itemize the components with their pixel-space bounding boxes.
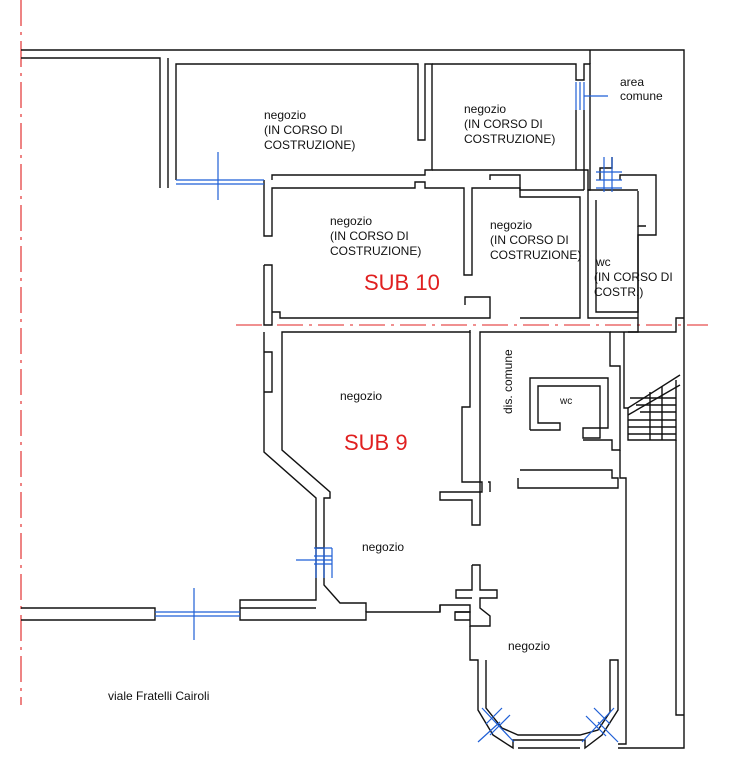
negozio-lower-left-label: negozio [362,540,404,554]
window-area-comune [575,82,608,110]
sub9-left-wall-detail [264,351,273,393]
negozio-bottom-right-label: negozio [508,639,550,653]
negozio-mid-left-label: negozio (IN CORSO DI COSTRUZIONE) [330,214,421,258]
sub10-left-wall [263,180,490,276]
room-labels: area comune negozio (IN CORSO DI COSTRUZ… [108,75,676,703]
lower-left-room-walls [239,548,471,621]
area-comune-right-3 [637,191,646,227]
wc-upper-top [587,189,638,200]
dis-comune-label: dis. comune [501,349,515,414]
bay-room-walls [469,626,619,750]
cross-column [455,564,498,627]
walls [21,49,685,750]
sub10-left-lower [263,264,273,326]
negozio-top-right-label: negozio (IN CORSO DI COSTRUZIONE) [464,102,555,146]
sub9-right-wall [439,331,488,526]
window-bay-right [581,707,619,743]
outer-wall-top [21,49,685,749]
negozio-sub9-label: negozio [340,389,382,403]
cross-column-2 [455,565,473,599]
reference-axes [20,0,708,705]
wc-upper-label: wc (IN CORSO DI COSTR.) [594,255,676,299]
window-bay-left [477,707,515,743]
area-comune-label: area comune [620,75,663,103]
wc-lower-walls [529,377,609,439]
outer-wall-top-inner [21,57,161,188]
room-top-right-walls [432,63,591,191]
window-lower-left [296,547,333,578]
window-upper-right [596,157,622,192]
lower-left-room-inner [323,548,367,612]
window-top-left [176,152,264,200]
windows [155,82,622,743]
wc-upper-walls [587,200,638,319]
sub9-right-wall-2 [488,481,491,492]
wc-upper-inner [595,200,639,313]
east-corridor-outer [675,440,684,716]
window-street [155,588,240,640]
wc-lower-label: wc [559,396,572,407]
stair [623,317,684,441]
sub9-label: SUB 9 [344,430,408,455]
dis-comune-wall [488,331,621,451]
area-comune-inner [489,174,584,191]
sub9-room-outer [263,330,471,549]
area-comune-right-2 [599,157,613,180]
lower-room-top-wall [517,469,619,489]
street-name-label: viale Fratelli Cairoli [108,689,209,703]
east-corridor-wall [618,450,627,745]
sub10-mid-wall [490,187,581,319]
sub10-bottom-wall [272,296,491,319]
sub10-label: SUB 10 [364,270,440,295]
negozio-top-left-label: negozio (IN CORSO DI COSTRUZIONE) [264,108,355,152]
room-top-left-walls [175,63,433,180]
street-wall [21,607,156,621]
negozio-mid-right-label: negozio (IN CORSO DI COSTRUZIONE) [490,218,581,262]
